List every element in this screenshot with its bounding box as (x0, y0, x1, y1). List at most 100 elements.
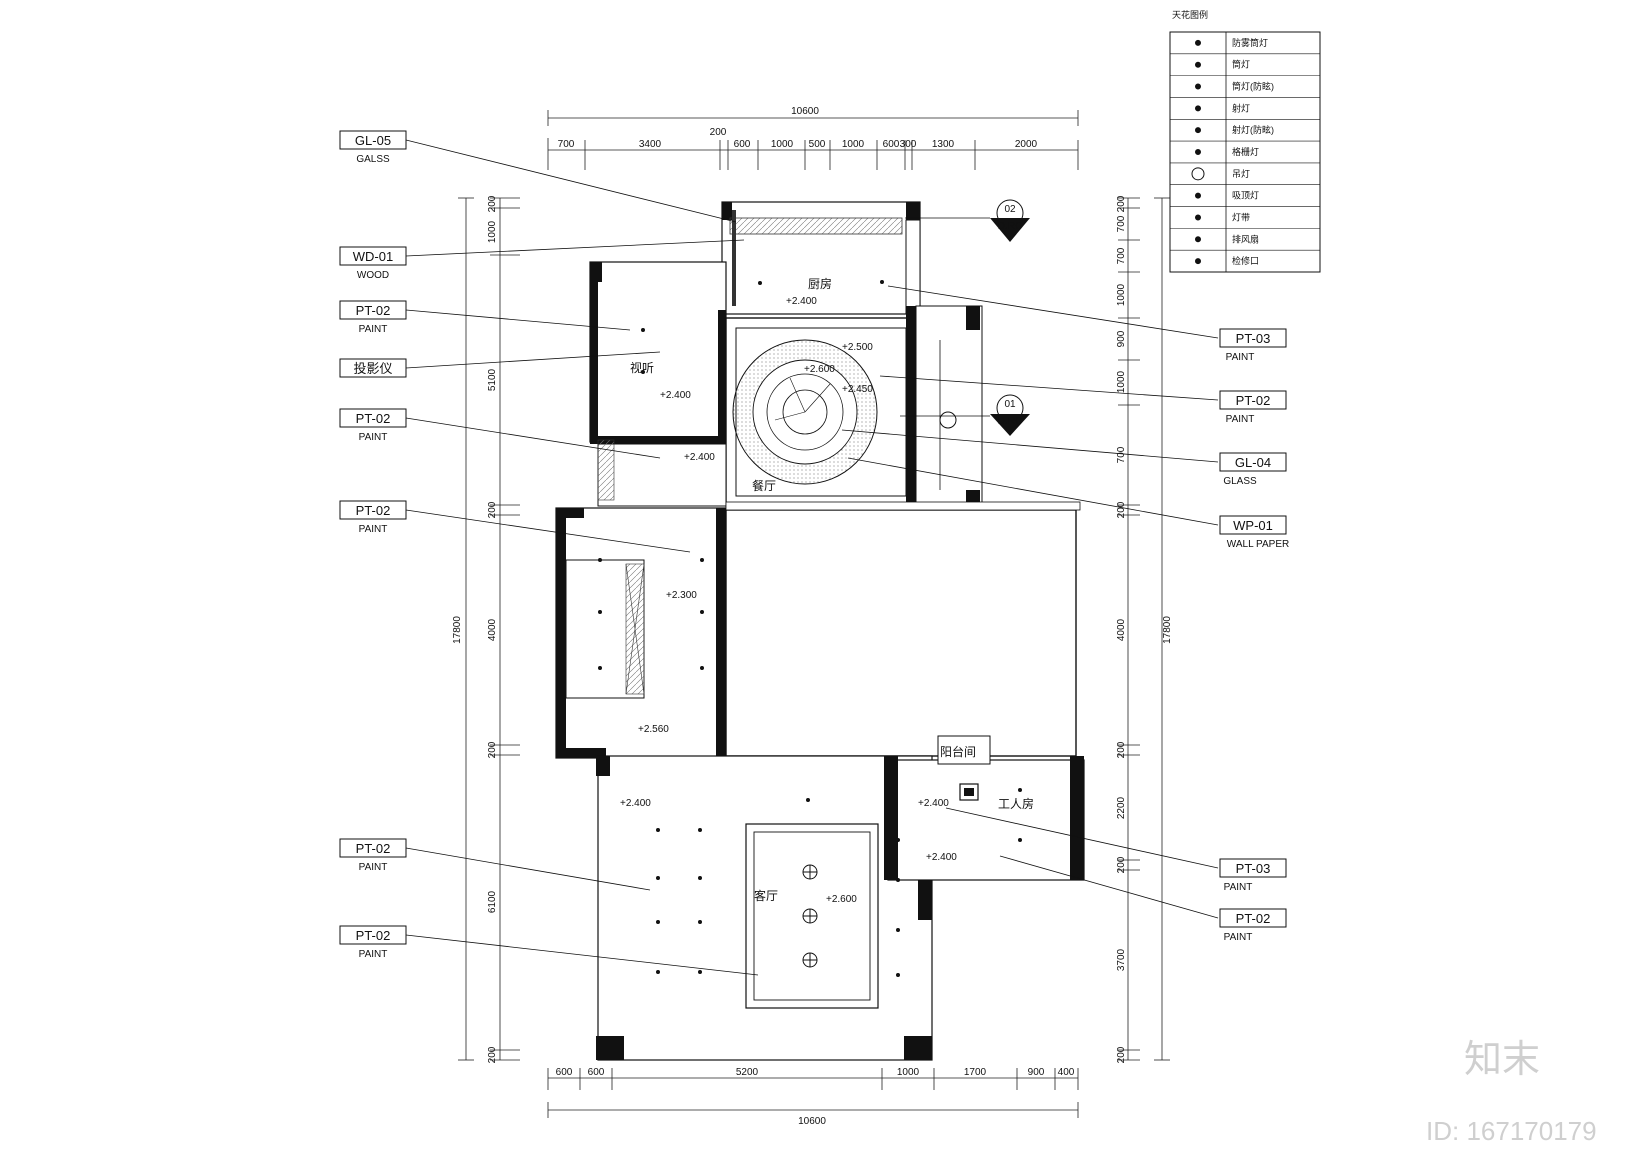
right-dim-6: 700 (1116, 446, 1127, 463)
level-dining-top: +2.500 (842, 342, 873, 353)
left-tags: GL-05 GALSS WD-01 WOOD PT-02 PAINT 投影仪 P… (339, 130, 407, 960)
top-dim-4: 500 (809, 139, 826, 150)
tag-pt03-b: PT-03 PAINT (1219, 858, 1287, 893)
downlight-icon (1195, 39, 1201, 46)
bottom-total-dim: 10600 (798, 1116, 826, 1127)
square-light-icon (1195, 83, 1201, 90)
top-dim-7: 300 (900, 139, 917, 150)
top-total-dim: 10600 (791, 106, 819, 117)
tag-left-5-sub: PAINT (359, 524, 388, 535)
left-dim-5: 200 (487, 741, 498, 758)
left-dim-1: 1000 (487, 220, 498, 243)
level-maid-a: +2.400 (918, 798, 949, 809)
right-tag-leaders (841, 285, 1219, 919)
legend-row-label: 筒灯(防眩) (1232, 81, 1274, 92)
watermark-brand: 知末 (1464, 1039, 1540, 1081)
left-dim-4: 4000 (487, 618, 498, 641)
tag-projector: 投影仪 (339, 358, 407, 378)
top-dim-1: 3400 (639, 139, 662, 150)
tag-gl04: GL-04 GLASS (1219, 452, 1287, 487)
bottom-dim-1: 600 (588, 1067, 605, 1078)
section-mark-02: 02 D.RC (905, 199, 1030, 242)
bottom-dim-6: 400 (1058, 1067, 1075, 1078)
bottom-dim-labels: 600 600 5200 1000 1700 900 400 (556, 1067, 1075, 1078)
tag-left-5-code: PT-02 (356, 503, 391, 518)
tag-pt02-g: PT-02 PAINT (1219, 908, 1287, 943)
access-panel-icon (1195, 258, 1201, 265)
tag-right-0-sub: PAINT (1226, 352, 1255, 363)
right-dim-5: 1000 (1116, 370, 1127, 393)
level-study-bottom: +2.560 (638, 724, 669, 735)
tag-left-7-sub: PAINT (359, 949, 388, 960)
bottom-dim-3: 1000 (897, 1067, 920, 1078)
tag-left-7-code: PT-02 (356, 928, 391, 943)
tag-left-4-code: PT-02 (356, 411, 391, 426)
left-dim-0: 200 (487, 195, 498, 212)
exhaust-fan-icon (1195, 236, 1201, 243)
bottom-dim-2: 5200 (736, 1067, 759, 1078)
right-total-dim: 17800 (1162, 616, 1173, 644)
tag-pt03-a: PT-03 PAINT (1219, 328, 1287, 363)
level-dining-mid: +2.600 (804, 364, 835, 375)
tag-right-3-sub: WALL PAPER (1227, 539, 1289, 550)
tag-right-1-sub: PAINT (1226, 414, 1255, 425)
left-dim-labels: 200 1000 5100 200 4000 200 6100 200 (487, 195, 498, 1063)
level-kitchen: +2.400 (786, 296, 817, 307)
grille-light-icon (1195, 149, 1201, 155)
legend: 天花图例 防雾筒灯筒灯筒灯(防眩)射灯射灯(防眩)格栅灯吊灯吸顶灯灯带排风扇检修… (1169, 9, 1321, 273)
tag-right-5-code: PT-02 (1236, 911, 1271, 926)
light-strip-icon (1195, 214, 1201, 221)
room-av: 视听 (630, 360, 654, 375)
tag-right-1-code: PT-02 (1236, 393, 1271, 408)
tag-wd01: WD-01 WOOD (339, 246, 407, 281)
top-dim-0: 700 (558, 139, 575, 150)
left-dim-7: 200 (487, 1046, 498, 1063)
ceiling-light-icon (1195, 192, 1201, 199)
tag-left-2-sub: PAINT (359, 324, 388, 335)
level-living-center: +2.600 (826, 894, 857, 905)
tag-pt02-e: PT-02 PAINT (339, 925, 407, 960)
tag-left-0-sub: GALSS (356, 154, 390, 165)
plan-walls (555, 201, 1085, 1061)
top-dim-8: 1300 (932, 139, 955, 150)
legend-title: 天花图例 (1172, 9, 1208, 20)
right-dim-4: 900 (1116, 330, 1127, 347)
tag-right-5-sub: PAINT (1224, 932, 1253, 943)
downlight-small-icon (1195, 61, 1201, 68)
left-total-dim: 17800 (452, 616, 463, 644)
legend-row-label: 筒灯 (1232, 59, 1250, 70)
tag-pt02-d: PT-02 PAINT (339, 838, 407, 873)
bottom-dimension-chain (547, 1068, 1079, 1118)
right-dim-2: 700 (1116, 247, 1127, 264)
tag-right-2-sub: GLASS (1223, 476, 1257, 487)
level-av: +2.400 (660, 390, 691, 401)
top-extra-dim: 200 (710, 127, 727, 138)
tag-pt02-a: PT-02 PAINT (339, 300, 407, 335)
tag-left-1-code: WD-01 (353, 249, 393, 264)
right-dim-0: 200 (1116, 195, 1127, 212)
legend-row-label: 格栅灯 (1232, 146, 1259, 157)
left-dim-2: 5100 (487, 368, 498, 391)
bottom-dim-0: 600 (556, 1067, 573, 1078)
level-corridor: +2.400 (684, 452, 715, 463)
top-dim-6: 600 (883, 139, 900, 150)
left-dimension-chain (458, 197, 520, 1061)
top-dim-3: 1000 (771, 139, 794, 150)
tag-right-4-sub: PAINT (1224, 882, 1253, 893)
tag-wp01: WP-01 WALL PAPER (1219, 515, 1289, 550)
tag-right-2-code: GL-04 (1235, 455, 1271, 470)
right-dimension-chain (1118, 197, 1170, 1061)
top-dim-9: 2000 (1015, 139, 1038, 150)
room-living: 客厅 (754, 888, 778, 903)
top-dimension-chain (547, 110, 1079, 170)
tag-left-4-sub: PAINT (359, 432, 388, 443)
tag-gl05: GL-05 GALSS (339, 130, 407, 165)
chandelier-icon (1191, 167, 1205, 181)
right-dim-11: 200 (1116, 856, 1127, 873)
tag-left-0-code: GL-05 (355, 133, 391, 148)
top-dim-labels: 700 3400 600 1000 500 1000 600 300 1300 … (558, 139, 1038, 150)
tag-left-2-code: PT-02 (356, 303, 391, 318)
legend-row-label: 射灯(防眩) (1232, 124, 1274, 135)
light-fixtures (598, 280, 1022, 977)
